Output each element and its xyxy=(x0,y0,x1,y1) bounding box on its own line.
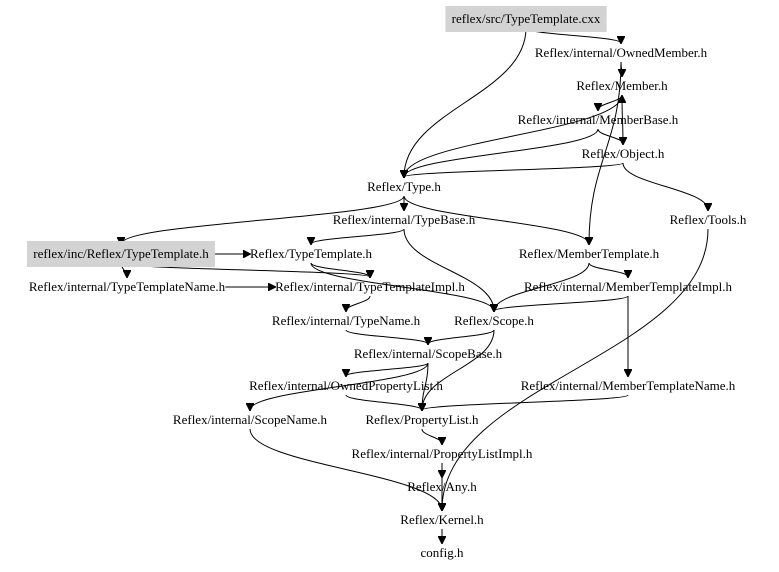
node-label: Reflex/Member.h xyxy=(576,78,668,93)
edge-typename-to-scopebase xyxy=(345,329,428,344)
nodes-layer: reflex/src/TypeTemplate.cxxReflex/intern… xyxy=(27,6,747,560)
node-mtname[interactable]: Reflex/internal/MemberTemplateName.h xyxy=(521,378,736,393)
edge-type-to-inc_tt xyxy=(121,195,405,244)
edge-ownedmember-to-membertemplate xyxy=(589,61,622,244)
node-kernel[interactable]: Reflex/Kernel.h xyxy=(400,512,484,527)
edge-src_tt-to-type xyxy=(404,27,527,177)
edge-ttimpl-to-typename xyxy=(346,295,371,311)
node-ownedproplist[interactable]: Reflex/internal/OwnedPropertyList.h xyxy=(249,378,443,393)
node-any[interactable]: Reflex/Any.h xyxy=(407,479,477,494)
node-label: Reflex/internal/ScopeBase.h xyxy=(354,346,503,361)
edge-mtimpl-to-scope xyxy=(494,295,629,311)
node-label: Reflex/internal/ScopeName.h xyxy=(173,412,328,427)
node-ttname[interactable]: Reflex/internal/TypeTemplateName.h xyxy=(29,279,226,294)
edge-object-to-tools xyxy=(622,162,708,210)
node-label: Reflex/internal/TypeName.h xyxy=(272,313,421,328)
edge-object-to-type xyxy=(404,162,624,177)
node-typetemplate[interactable]: Reflex/TypeTemplate.h xyxy=(250,246,372,261)
node-label: config.h xyxy=(421,545,464,560)
node-mtimpl[interactable]: Reflex/internal/MemberTemplateImpl.h xyxy=(524,279,733,294)
node-label: Reflex/Object.h xyxy=(582,146,665,161)
node-label: Reflex/internal/OwnedMember.h xyxy=(535,45,708,60)
node-label: Reflex/TypeTemplate.h xyxy=(250,246,372,261)
node-label: Reflex/internal/PropertyListImpl.h xyxy=(352,446,533,461)
node-scopebase[interactable]: Reflex/internal/ScopeBase.h xyxy=(354,346,503,361)
node-typename[interactable]: Reflex/internal/TypeName.h xyxy=(272,313,421,328)
node-label: reflex/inc/Reflex/TypeTemplate.h xyxy=(33,246,209,261)
node-tools[interactable]: Reflex/Tools.h xyxy=(670,212,747,227)
edge-type-to-membertemplate xyxy=(403,195,589,244)
node-scope[interactable]: Reflex/Scope.h xyxy=(454,313,534,328)
edge-typebase-to-scope xyxy=(403,228,494,311)
node-membertemplate[interactable]: Reflex/MemberTemplate.h xyxy=(519,246,660,261)
node-memberbase[interactable]: Reflex/internal/MemberBase.h xyxy=(518,112,679,127)
node-label: Reflex/Kernel.h xyxy=(400,512,484,527)
node-highlight-box xyxy=(445,6,607,32)
edge-memberbase-to-object xyxy=(597,128,623,144)
node-config[interactable]: config.h xyxy=(421,545,464,560)
node-ttimpl[interactable]: Reflex/internal/TypeTemplateImpl.h xyxy=(275,279,465,294)
node-object[interactable]: Reflex/Object.h xyxy=(582,146,665,161)
edge-membertemplate-to-mtimpl xyxy=(588,262,628,277)
edge-scopename-to-kernel xyxy=(249,428,442,510)
edge-scope-to-scopebase xyxy=(428,329,495,344)
edge-tools-to-kernel xyxy=(442,228,709,510)
node-label: reflex/src/TypeTemplate.cxx xyxy=(452,11,601,26)
node-proplistimpl[interactable]: Reflex/internal/PropertyListImpl.h xyxy=(352,446,533,461)
node-type[interactable]: Reflex/Type.h xyxy=(367,179,441,194)
node-label: Reflex/Any.h xyxy=(407,479,477,494)
edge-typetemplate-to-scope xyxy=(310,262,494,311)
edge-proplist-to-proplistimpl xyxy=(421,428,442,444)
node-ownedmember[interactable]: Reflex/internal/OwnedMember.h xyxy=(535,45,708,60)
node-label: Reflex/internal/TypeBase.h xyxy=(333,212,476,227)
edge-scope-to-proplist xyxy=(422,329,495,410)
edge-ownedproplist-to-proplist xyxy=(345,394,422,410)
node-scopename[interactable]: Reflex/internal/ScopeName.h xyxy=(173,412,328,427)
node-typebase[interactable]: Reflex/internal/TypeBase.h xyxy=(333,212,476,227)
edge-member-to-type xyxy=(404,94,623,177)
edge-object-to-member xyxy=(622,96,623,146)
node-label: Reflex/internal/OwnedPropertyList.h xyxy=(249,378,443,393)
node-highlight-box xyxy=(27,241,215,267)
node-proplist[interactable]: Reflex/PropertyList.h xyxy=(365,412,479,427)
edge-typebase-to-typetemplate xyxy=(311,228,405,244)
node-label: Reflex/PropertyList.h xyxy=(365,412,479,427)
edge-scopebase-to-scopename xyxy=(250,362,429,410)
edge-mtname-to-proplist xyxy=(422,394,629,410)
node-label: Reflex/Scope.h xyxy=(454,313,534,328)
edge-typetemplate-to-ttimpl xyxy=(310,262,370,277)
node-label: Reflex/internal/TypeTemplateName.h xyxy=(29,279,226,294)
node-label: Reflex/Tools.h xyxy=(670,212,747,227)
node-member[interactable]: Reflex/Member.h xyxy=(576,78,668,93)
node-inc_tt[interactable]: reflex/inc/Reflex/TypeTemplate.h xyxy=(27,241,215,267)
edge-scopebase-to-ownedproplist xyxy=(346,362,429,376)
node-label: Reflex/internal/TypeTemplateImpl.h xyxy=(275,279,465,294)
node-label: Reflex/Type.h xyxy=(367,179,441,194)
node-label: Reflex/internal/MemberTemplateImpl.h xyxy=(524,279,733,294)
node-src_tt[interactable]: reflex/src/TypeTemplate.cxx xyxy=(445,6,607,32)
node-label: Reflex/internal/MemberTemplateName.h xyxy=(521,378,736,393)
node-label: Reflex/MemberTemplate.h xyxy=(519,246,660,261)
node-label: Reflex/internal/MemberBase.h xyxy=(518,112,679,127)
edges-layer xyxy=(121,27,709,543)
edge-memberbase-to-type xyxy=(404,128,599,177)
